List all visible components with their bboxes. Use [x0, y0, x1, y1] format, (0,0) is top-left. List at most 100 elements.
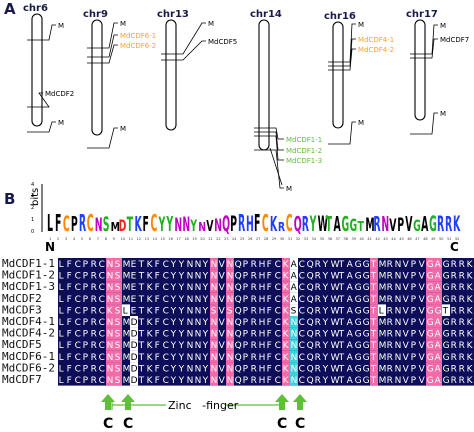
residue: V	[219, 295, 226, 305]
residue-highlight	[434, 339, 442, 351]
residue: R	[387, 318, 393, 328]
residue: G	[363, 306, 370, 316]
residue-highlight	[434, 281, 442, 293]
residue: K	[283, 260, 290, 270]
residue: V	[419, 330, 426, 340]
residue: A	[435, 330, 442, 340]
residue: L	[59, 376, 64, 386]
residue: C	[163, 341, 169, 351]
residue: G	[427, 341, 434, 351]
residue-highlight	[106, 292, 114, 305]
residue: C	[275, 272, 281, 282]
logo-tick-1: 1	[31, 217, 34, 223]
residue: K	[283, 330, 290, 340]
residue: R	[315, 272, 321, 282]
residue: W	[331, 341, 340, 351]
logo-position-number: 28	[264, 237, 268, 241]
residue: E	[131, 260, 137, 270]
logo-letter: C	[262, 211, 269, 237]
residue: N	[195, 306, 202, 316]
residue: R	[451, 306, 457, 316]
cysteine-arrow: C	[121, 394, 135, 432]
residue-highlight	[290, 316, 298, 328]
residue: P	[411, 330, 417, 340]
residue: R	[459, 376, 465, 386]
residue: N	[227, 376, 234, 386]
residue-highlight	[370, 258, 378, 270]
residue: A	[291, 260, 298, 270]
residue: C	[75, 330, 81, 340]
logo-position-number: 38	[344, 237, 348, 241]
residue: H	[259, 272, 266, 282]
logo-tick-4: 4	[31, 182, 34, 188]
residue: T	[338, 306, 345, 316]
marker-line	[27, 121, 56, 133]
residue: T	[370, 376, 377, 386]
residue: F	[67, 353, 72, 363]
residue: M	[379, 295, 387, 305]
residue: T	[138, 318, 145, 328]
residue: P	[83, 306, 89, 316]
marker-label: MdCDF7	[440, 36, 469, 44]
residue: T	[338, 295, 345, 305]
residue: C	[299, 272, 305, 282]
residue: G	[363, 295, 370, 305]
residue: C	[275, 260, 281, 270]
residue: R	[451, 353, 457, 363]
residue-highlight	[370, 339, 378, 351]
residue: Q	[307, 318, 314, 328]
residue: N	[291, 376, 298, 386]
residue-highlight	[426, 281, 434, 293]
residue: N	[187, 376, 194, 386]
residue: F	[267, 318, 272, 328]
logo-position-number: 51	[447, 237, 451, 241]
residue: N	[395, 341, 402, 351]
residue-highlight	[282, 374, 290, 386]
residue-highlight	[130, 362, 138, 374]
logo-letter: G	[429, 212, 437, 237]
chromosome-body	[414, 19, 426, 121]
residue: R	[91, 364, 97, 374]
marker-label: M	[358, 119, 364, 127]
residue-highlight	[210, 362, 218, 374]
residue: C	[99, 353, 105, 363]
residue: V	[219, 376, 226, 386]
residue: R	[451, 260, 457, 270]
residue-highlight	[434, 362, 442, 374]
residue: G	[427, 283, 434, 293]
residue-highlight	[290, 362, 298, 374]
residue-highlight	[426, 374, 434, 386]
residue: G	[427, 364, 434, 374]
residue-highlight	[226, 350, 234, 363]
residue: N	[195, 376, 202, 386]
residue: Y	[178, 330, 185, 340]
residue: T	[338, 353, 345, 363]
residue: P	[243, 330, 249, 340]
residue: R	[251, 318, 257, 328]
residue: G	[427, 330, 434, 340]
logo-letter: N	[95, 216, 103, 236]
marker-line	[410, 38, 438, 59]
residue: G	[355, 341, 362, 351]
residue: Y	[322, 364, 329, 374]
residue: P	[83, 341, 89, 351]
residue: P	[243, 295, 249, 305]
residue-highlight	[226, 339, 234, 351]
residue: Y	[322, 376, 329, 386]
residue: P	[411, 283, 417, 293]
residue: Y	[170, 306, 177, 316]
residue: S	[115, 260, 121, 270]
residue: N	[195, 272, 202, 282]
residue: S	[115, 283, 121, 293]
residue: F	[155, 364, 160, 374]
residue-highlight	[282, 327, 290, 340]
logo-letter: F	[143, 212, 149, 236]
residue: F	[155, 353, 160, 363]
cysteine-label: C	[277, 416, 287, 432]
residue: V	[419, 260, 426, 270]
residue: T	[338, 330, 345, 340]
residue: R	[91, 272, 97, 282]
residue-highlight	[426, 350, 434, 363]
residue: L	[123, 306, 128, 316]
residue: M	[379, 318, 387, 328]
